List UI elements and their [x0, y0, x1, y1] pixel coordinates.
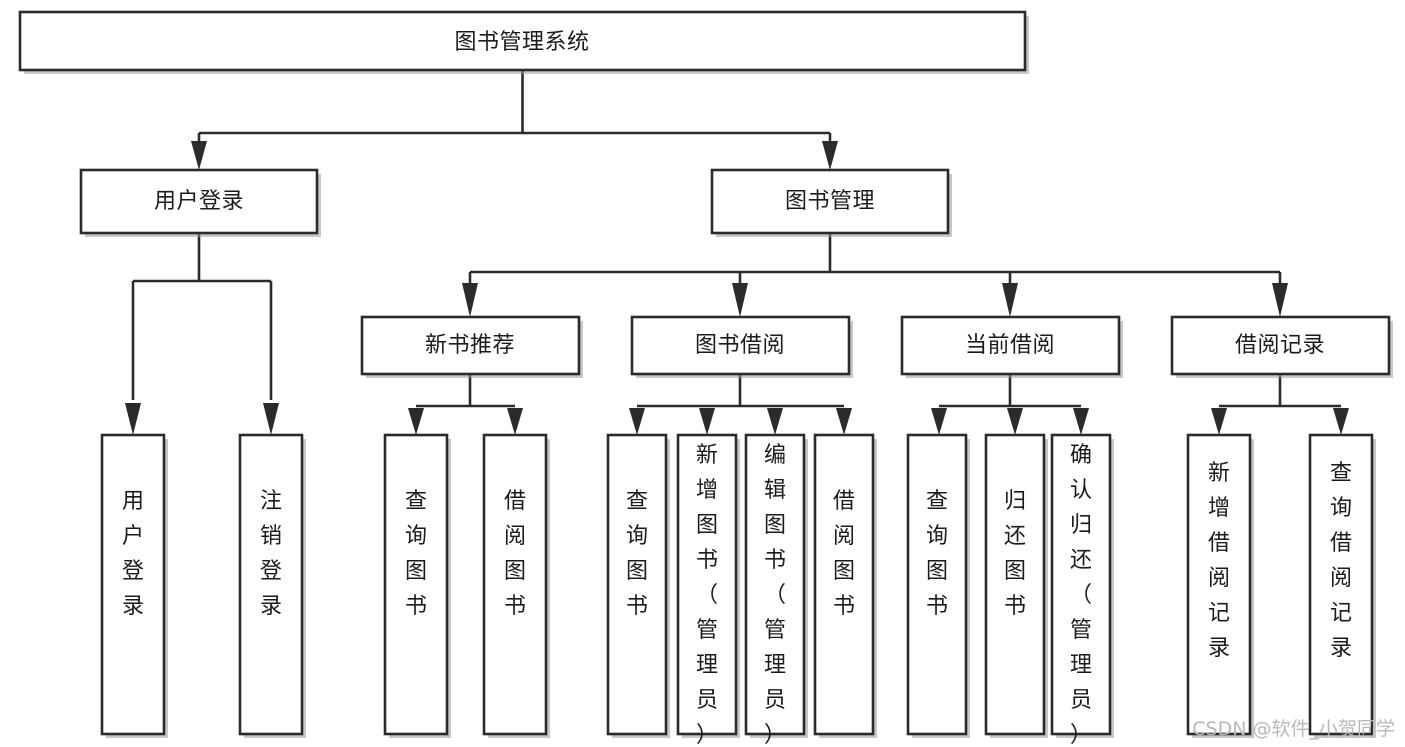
connector-group-book-management [462, 233, 1288, 317]
connector-group-root [191, 70, 838, 170]
node-leaf-add-book[interactable]: 新增图书（管理员） [676, 433, 740, 747]
arrow-head-icon [462, 283, 478, 317]
node-borrow-record[interactable]: 借阅记录 [1170, 315, 1393, 378]
node-leaf-query-book-3[interactable]: 查询图书 [906, 433, 970, 738]
arrow-head-icon [836, 408, 852, 435]
node-label: 注销登录 [260, 489, 282, 619]
node-user-login[interactable]: 用户登录 [79, 168, 321, 237]
node-label: 新增图书（管理员） [696, 443, 718, 747]
node-label: 查询图书 [926, 489, 948, 619]
arrow-head-icon [125, 403, 141, 435]
node-label: 图书借阅 [695, 333, 785, 358]
arrow-head-icon [822, 141, 838, 170]
arrow-head-icon [1211, 408, 1227, 435]
node-label: 图书管理系统 [454, 30, 589, 55]
node-book-management[interactable]: 图书管理 [710, 168, 952, 237]
node-book-borrow[interactable]: 图书借阅 [630, 315, 853, 378]
node-label: 新增借阅记录 [1208, 461, 1230, 661]
arrow-head-icon [408, 408, 424, 435]
arrow-head-icon [191, 141, 207, 170]
arrow-head-icon [1333, 408, 1349, 435]
node-label: 当前借阅 [965, 333, 1055, 358]
node-leaf-query-borrow-record[interactable]: 查询借阅记录 [1308, 433, 1376, 738]
node-label: 查询图书 [405, 489, 427, 619]
node-label: 编辑图书（管理员） [764, 443, 786, 747]
arrow-head-icon [931, 408, 947, 435]
connector-group-current-borrow [931, 374, 1089, 435]
node-root-system[interactable]: 图书管理系统 [18, 10, 1029, 74]
node-label: 新书推荐 [425, 333, 515, 358]
node-current-borrow[interactable]: 当前借阅 [900, 315, 1123, 378]
node-leaf-logout-login[interactable]: 注销登录 [238, 433, 306, 738]
arrow-head-icon [1073, 408, 1089, 435]
node-label: 查询借阅记录 [1330, 461, 1352, 661]
arrow-head-icon [732, 283, 748, 317]
connector-group-new-book-recommend [408, 374, 523, 435]
node-leaf-borrow-book-1[interactable]: 借阅图书 [482, 433, 550, 738]
arrow-head-icon [1007, 408, 1023, 435]
arrow-head-icon [507, 408, 523, 435]
node-label: 用户登录 [154, 189, 244, 214]
connector-group-book-borrow [629, 374, 852, 435]
node-leaf-edit-book[interactable]: 编辑图书（管理员） [744, 433, 808, 747]
node-leaf-user-login[interactable]: 用户登录 [100, 433, 168, 738]
node-label: 查询图书 [626, 489, 648, 619]
node-leaf-query-book-1[interactable]: 查询图书 [383, 433, 451, 738]
connector-group-borrow-record [1211, 374, 1349, 435]
arrow-head-icon [767, 408, 783, 435]
node-label: 图书管理 [785, 189, 875, 214]
connector-group-user-login [125, 233, 279, 435]
node-label: 借阅记录 [1235, 333, 1325, 358]
node-leaf-return-book[interactable]: 归还图书 [984, 433, 1048, 738]
node-leaf-borrow-book-2[interactable]: 借阅图书 [813, 433, 877, 738]
arrow-head-icon [699, 408, 715, 435]
arrow-head-icon [1272, 283, 1288, 317]
node-leaf-query-book-2[interactable]: 查询图书 [606, 433, 670, 738]
node-label: 归还图书 [1004, 489, 1026, 619]
arrow-head-icon [263, 403, 279, 435]
arrow-head-icon [629, 408, 645, 435]
node-leaf-add-borrow-record[interactable]: 新增借阅记录 [1186, 433, 1254, 738]
node-label: 借阅图书 [504, 489, 526, 619]
node-label: 用户登录 [122, 489, 144, 619]
arrow-head-icon [1002, 283, 1018, 317]
node-label: 确认归还（管理员） [1070, 443, 1092, 747]
node-label: 借阅图书 [833, 489, 855, 619]
node-leaf-confirm-return[interactable]: 确认归还（管理员） [1050, 433, 1114, 747]
node-new-book-recommend[interactable]: 新书推荐 [360, 315, 583, 378]
